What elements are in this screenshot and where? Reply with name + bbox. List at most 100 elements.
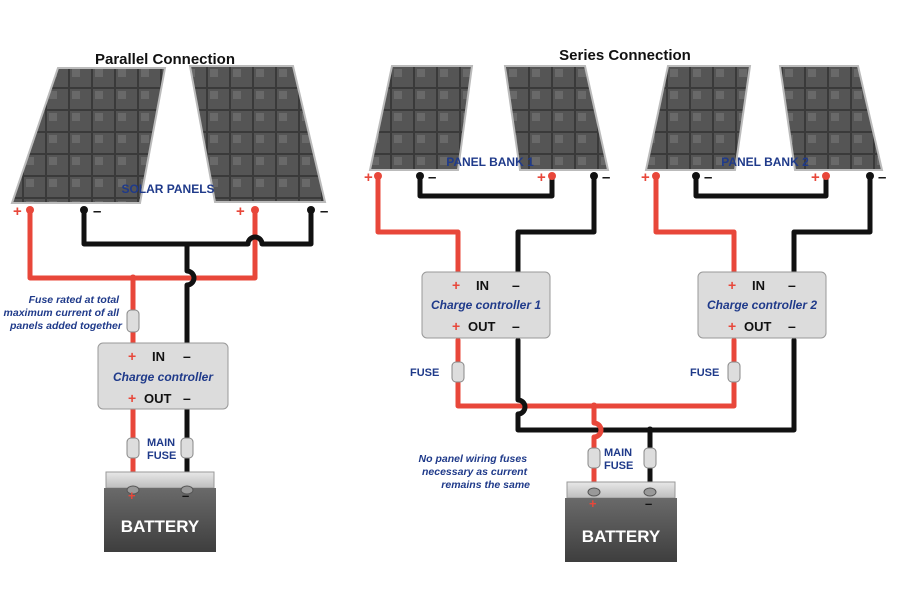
bank-1-left-negative-terminal <box>416 172 424 180</box>
series-positive-junction <box>590 402 598 410</box>
controller-1-out-plus: + <box>452 318 460 334</box>
controller-in-minus: – <box>183 348 191 364</box>
series-negative-bus <box>515 337 797 433</box>
series-battery-positive-wire <box>591 403 604 493</box>
controller-2-out-minus: – <box>788 318 796 334</box>
series-battery-positive-post <box>587 487 601 497</box>
solar-panel-2 <box>188 65 327 203</box>
controller-2-out-label: OUT <box>744 319 772 334</box>
bank-2-right-positive-terminal <box>822 172 830 180</box>
battery <box>104 488 216 552</box>
battery-plus-sign: + <box>128 488 136 503</box>
panel-bank-2-label: PANEL BANK 2 <box>721 155 809 169</box>
series-battery-plus-sign: + <box>589 496 597 511</box>
bank-2-panel-left <box>644 65 752 171</box>
parallel-negative-bus <box>81 207 314 247</box>
bank-2-panel-right <box>778 65 884 171</box>
panel-2-positive-terminal <box>251 206 259 214</box>
bank-2-link-wire <box>693 173 829 199</box>
main-fuse-label: MAIN FUSE <box>147 437 178 462</box>
series-main-fuse-negative <box>643 447 657 469</box>
controller-2-fuse <box>727 361 741 383</box>
bank-2-positive-wire <box>653 173 737 275</box>
controller-1-label: Charge controller 1 <box>431 298 541 312</box>
main-fuse-positive <box>126 437 140 459</box>
battery-negative-post <box>180 485 194 495</box>
controller-1-in-label: IN <box>476 278 489 293</box>
controller-in-label: IN <box>152 349 165 364</box>
panel-1-minus-sign: – <box>93 203 101 220</box>
controller-1-fuse <box>451 361 465 383</box>
series-battery-negative-post <box>643 487 657 497</box>
bank-2-left-negative-terminal <box>692 172 700 180</box>
bank-1-link-wire <box>417 173 555 199</box>
charge-controller-2 <box>697 271 827 339</box>
panel-1-plus-sign: + <box>13 203 22 220</box>
bank-1-plus-sign: + <box>364 169 373 186</box>
series-main-fuse-label: MAIN FUSE <box>604 447 635 472</box>
panel-1-positive-terminal <box>26 206 34 214</box>
bank-2-negative-terminal <box>866 172 874 180</box>
charge-controller <box>97 342 229 410</box>
controller-out-minus: – <box>183 390 191 406</box>
series-title: Series Connection <box>559 47 691 64</box>
solar-panel-1 <box>10 67 167 204</box>
series-battery-lid <box>566 481 676 499</box>
controller-in-plus: + <box>128 348 136 364</box>
controller-2-out-plus: + <box>728 318 736 334</box>
battery-lid <box>105 471 215 489</box>
bank-1-negative-wire <box>515 173 597 275</box>
bank-2-plus-sign: + <box>641 169 650 186</box>
bank-1-positive-wire <box>375 173 461 275</box>
parallel-title: Parallel Connection <box>95 51 235 68</box>
bank-2-negative-wire <box>791 173 873 275</box>
bank-2-left-minus-sign: – <box>704 169 712 186</box>
controller-2-in-minus: – <box>788 277 796 293</box>
main-fuse-negative <box>180 437 194 459</box>
controller-1-out-minus: – <box>512 318 520 334</box>
bank-1-panel-left <box>368 65 474 171</box>
series-battery-minus-sign: – <box>645 496 652 511</box>
bank-2-right-plus-sign: + <box>811 169 820 186</box>
solar-panels-label: SOLAR PANELS <box>121 182 214 196</box>
parallel-negative-drop <box>184 241 197 351</box>
series-main-fuse-positive <box>587 447 601 469</box>
panel-2-negative-terminal <box>307 206 315 214</box>
panel-bank-1-label: PANEL BANK 1 <box>446 155 534 169</box>
battery-label: BATTERY <box>121 517 200 536</box>
bank-1-right-positive-terminal <box>548 172 556 180</box>
controller-1-out-label: OUT <box>468 319 496 334</box>
controller-2-in-plus: + <box>728 277 736 293</box>
controller-1-in-plus: + <box>452 277 460 293</box>
bank-2-positive-terminal <box>652 172 660 180</box>
fuse-2-label: FUSE <box>690 367 719 379</box>
controller-2-in-label: IN <box>752 278 765 293</box>
series-fuse-note: No panel wiring fuses necessary as curre… <box>419 453 531 491</box>
series-battery-label: BATTERY <box>582 527 661 546</box>
panel-2-minus-sign: – <box>320 203 328 220</box>
battery-positive-post <box>126 485 140 495</box>
panel-1-negative-terminal <box>80 206 88 214</box>
series-negative-junction <box>646 426 654 434</box>
charge-controller-1 <box>421 271 551 339</box>
controller-2-label: Charge controller 2 <box>707 298 817 312</box>
battery-minus-sign: – <box>182 488 189 503</box>
bank-1-panel-right <box>503 65 610 171</box>
bank-2-minus-sign: – <box>878 169 886 186</box>
bank-1-right-plus-sign: + <box>537 169 546 186</box>
fuse-1-label: FUSE <box>410 367 439 379</box>
controller-1-in-minus: – <box>512 277 520 293</box>
panel-fuse <box>126 309 140 333</box>
panel-2-plus-sign: + <box>236 203 245 220</box>
bank-1-positive-terminal <box>374 172 382 180</box>
series-battery <box>565 498 677 562</box>
controller-out-plus: + <box>128 390 136 406</box>
bank-1-negative-terminal <box>590 172 598 180</box>
positive-junction <box>129 274 137 282</box>
controller-out-label: OUT <box>144 391 172 406</box>
parallel-positive-bus <box>27 207 258 281</box>
bank-1-minus-sign: – <box>602 169 610 186</box>
fuse-rating-note: Fuse rated at total maximum current of a… <box>4 294 123 332</box>
controller-label: Charge controller <box>113 370 214 384</box>
